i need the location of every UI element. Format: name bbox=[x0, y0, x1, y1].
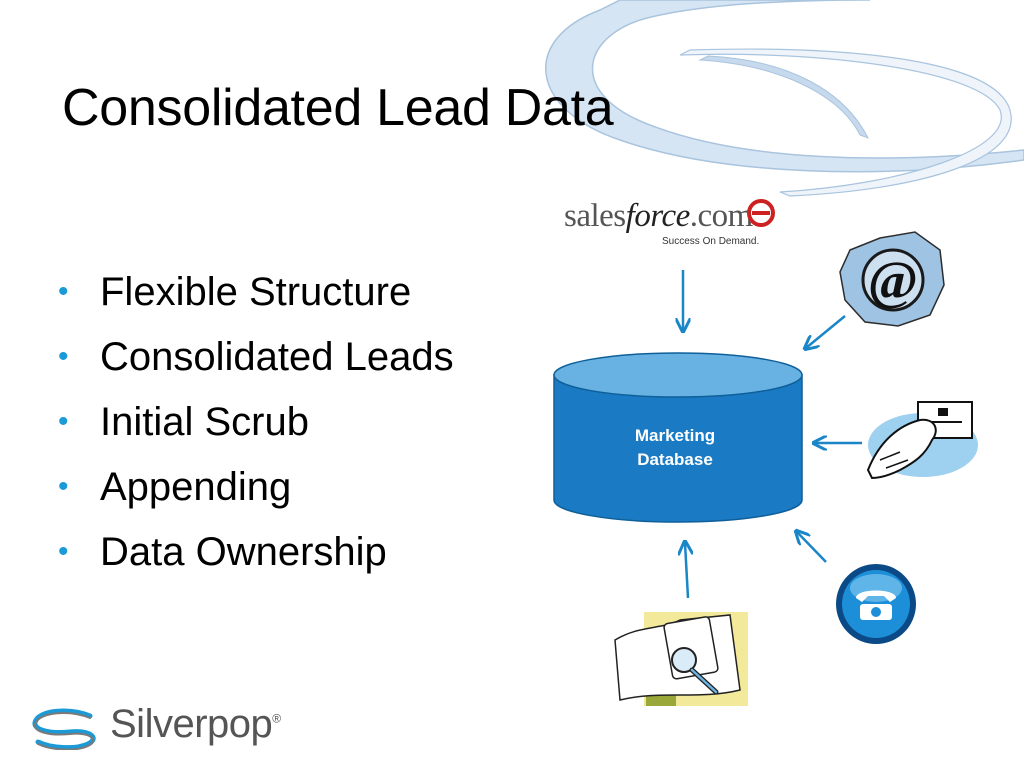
database-label: Marketing Database bbox=[600, 424, 750, 472]
silverpop-logo: Silverpop® bbox=[30, 700, 330, 760]
silverpop-brand-text: Silverpop bbox=[110, 702, 272, 746]
hand-card-icon bbox=[868, 402, 978, 478]
arrow-search-document bbox=[685, 543, 688, 598]
arrow-email bbox=[806, 316, 845, 348]
silverpop-brand: Silverpop® bbox=[110, 702, 281, 747]
registered-mark: ® bbox=[272, 712, 280, 726]
database-label-line2: Database bbox=[600, 448, 750, 472]
silverpop-swoosh-icon bbox=[30, 708, 102, 750]
phone-icon bbox=[836, 564, 916, 644]
search-document-icon bbox=[615, 612, 748, 706]
svg-text:@: @ bbox=[868, 250, 918, 310]
arrow-phone bbox=[797, 532, 826, 562]
database-label-line1: Marketing bbox=[600, 424, 750, 448]
email-at-icon: @ bbox=[840, 232, 944, 326]
